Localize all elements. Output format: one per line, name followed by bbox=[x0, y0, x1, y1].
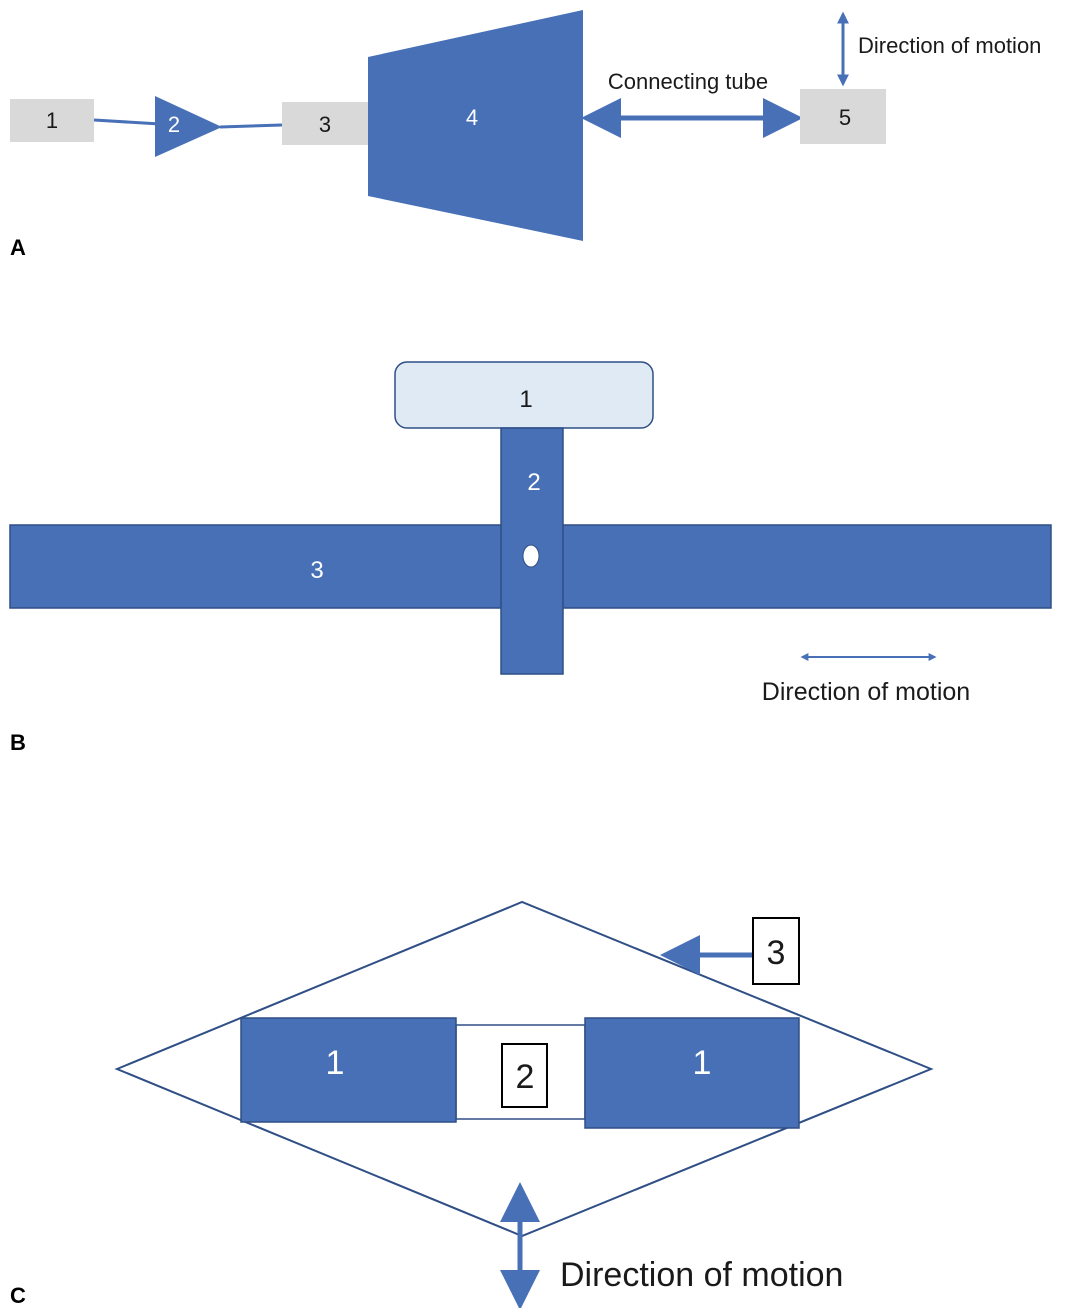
pivot-hole bbox=[522, 544, 540, 568]
tag-3-label: 3 bbox=[767, 934, 786, 972]
box-5 bbox=[800, 89, 886, 144]
direction-label-b: Direction of motion bbox=[762, 678, 970, 706]
direction-label-a: Direction of motion bbox=[858, 33, 1041, 58]
box-1-label: 1 bbox=[46, 108, 58, 133]
triangle-2-label: 2 bbox=[168, 112, 180, 137]
panel-letter-a: A bbox=[10, 235, 26, 260]
link-2-3 bbox=[219, 123, 283, 129]
post-2-label: 2 bbox=[527, 469, 540, 496]
tag-2-box bbox=[501, 1043, 548, 1108]
connecting-tube-label: Connecting tube bbox=[608, 69, 768, 94]
block-1-right-label: 1 bbox=[693, 1044, 712, 1082]
top-block-1-label: 1 bbox=[519, 386, 532, 413]
block-1-left-label: 1 bbox=[326, 1044, 345, 1082]
link-1-2 bbox=[93, 118, 161, 126]
panel-letter-c: C bbox=[10, 1283, 26, 1308]
tag-2-label: 2 bbox=[516, 1058, 535, 1096]
diamond-outline bbox=[114, 900, 934, 1238]
box-5-label: 5 bbox=[839, 105, 851, 130]
trapezoid-4-label: 4 bbox=[466, 105, 478, 130]
box-3 bbox=[282, 102, 368, 145]
bar-3-label: 3 bbox=[310, 557, 323, 584]
box-1 bbox=[10, 99, 94, 142]
panel-c: 1 1 2 3 Direction of motion C bbox=[10, 900, 934, 1308]
panel-letter-b: B bbox=[10, 730, 26, 755]
block-1-right bbox=[584, 1017, 800, 1129]
panel-b: 1 3 2 Direction of motion B bbox=[9, 361, 1052, 755]
panel-a: 1 2 3 4 Connecting tube 5 Direction of m… bbox=[10, 10, 1041, 260]
block-1-left bbox=[240, 1017, 457, 1123]
amplifier-triangle bbox=[155, 96, 222, 157]
trapezoid-4 bbox=[368, 10, 583, 241]
direction-label-c: Direction of motion bbox=[560, 1256, 843, 1294]
tag-3-box bbox=[752, 917, 800, 985]
box-3-label: 3 bbox=[319, 112, 331, 137]
